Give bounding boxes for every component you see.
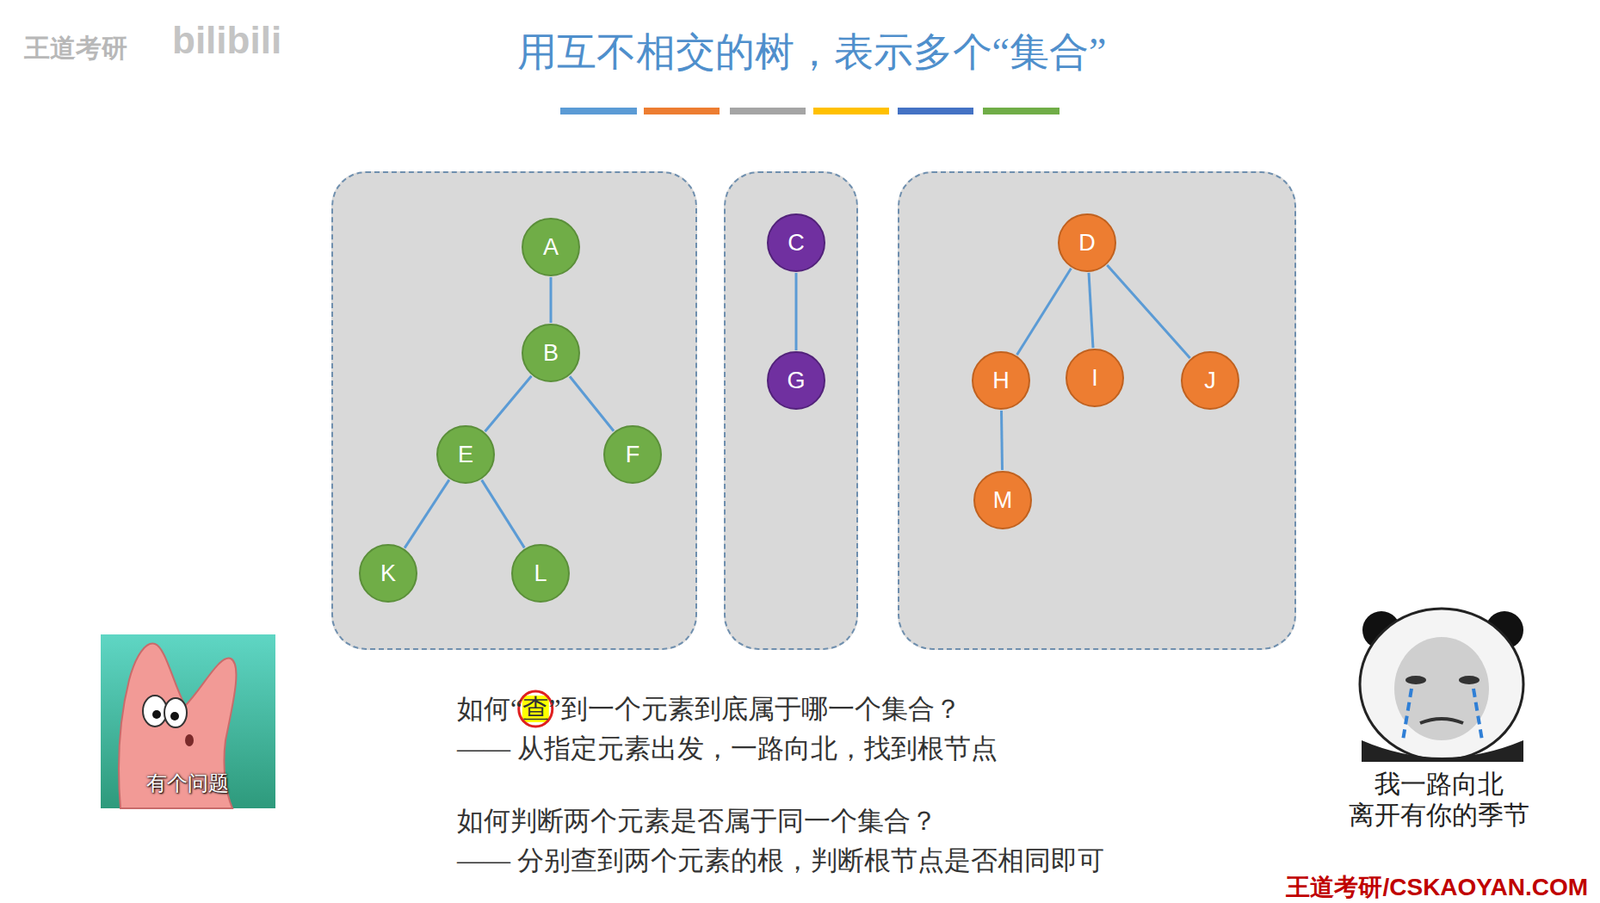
tree-node: G — [766, 350, 827, 411]
watermark: 王道考研 — [24, 30, 128, 67]
tree-edge — [1088, 272, 1094, 348]
node-letter: B — [520, 322, 581, 384]
node-letter: J — [1179, 350, 1241, 411]
tree-edge — [795, 272, 798, 351]
node-letter: L — [510, 543, 571, 604]
patrick-meme — [100, 634, 276, 809]
tree-node: L — [510, 543, 571, 604]
tree-node: D — [1056, 212, 1118, 273]
node-letter: K — [358, 543, 419, 604]
node-letter: A — [520, 216, 581, 278]
tree-node: J — [1179, 350, 1241, 411]
tree-edge — [1000, 410, 1004, 470]
tree-node: K — [358, 543, 419, 604]
set-region: CG — [723, 171, 859, 650]
meme-caption: 我一路向北 — [1374, 766, 1504, 803]
set-region: ABE F K L — [331, 171, 698, 650]
watermark: bilibili — [172, 18, 282, 62]
answer-text: —— 分别查到两个元素的根，判断根节点是否相同即可 — [457, 842, 1105, 879]
color-bar — [560, 107, 1060, 115]
node-letter: C — [766, 212, 827, 273]
tree-node: A — [520, 216, 581, 278]
question-text: 如何“查”到一个元素到底属于哪一个集合？ — [457, 691, 962, 728]
tree-node: F — [602, 424, 663, 485]
tree-node: C — [766, 212, 827, 273]
tree-edge — [1017, 268, 1072, 356]
node-letter: E — [435, 424, 496, 485]
tree-node: E — [435, 424, 496, 485]
tree-edge — [569, 376, 614, 431]
tree-edge — [549, 277, 553, 323]
node-letter: D — [1056, 212, 1118, 273]
tree-edge — [404, 479, 450, 548]
watermark: 王道考研/CSKAOYAN.COM — [1285, 871, 1588, 903]
tree-edge — [481, 480, 526, 549]
tree-node: M — [972, 469, 1033, 531]
tree-edge — [1106, 265, 1190, 359]
tree-node: H — [970, 350, 1032, 411]
meme-caption: 有个问题 — [146, 769, 229, 797]
node-letter: H — [970, 350, 1032, 411]
tree-node: I — [1064, 347, 1125, 408]
node-letter: F — [602, 424, 663, 485]
answer-text: —— 从指定元素出发，一路向北，找到根节点 — [457, 730, 998, 767]
node-letter: M — [972, 469, 1033, 531]
tree-edge — [484, 376, 532, 432]
meme-caption: 离开有你的季节 — [1348, 797, 1530, 834]
node-letter: G — [766, 350, 827, 411]
tree-node: B — [520, 322, 581, 384]
question-text: 如何判断两个元素是否属于同一个集合？ — [457, 803, 938, 840]
slide-title: 用互不相交的树，表示多个“集合” — [517, 25, 1107, 80]
node-letter: I — [1064, 347, 1125, 408]
set-region: D HIJ M — [897, 171, 1297, 650]
panda-meme — [1359, 608, 1524, 762]
